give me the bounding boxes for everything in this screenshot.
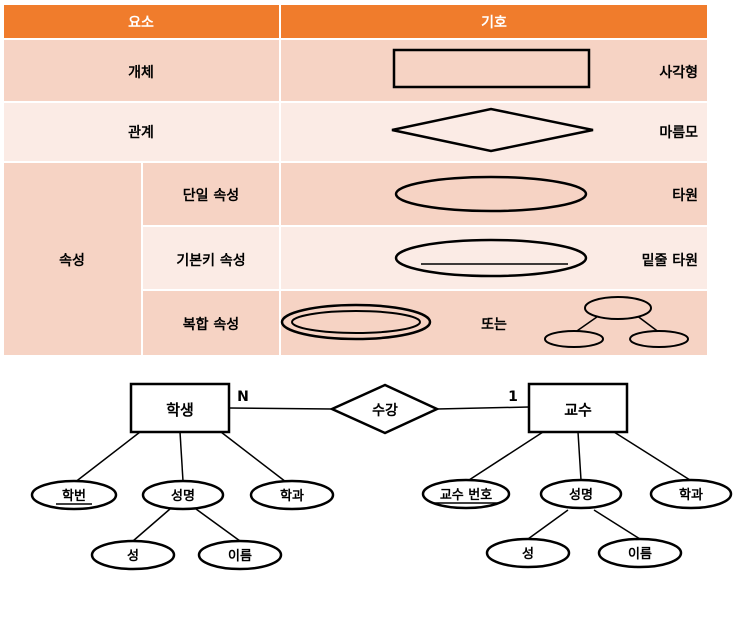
row-entity-label-cell: [4, 40, 279, 101]
entity-professor-name: 교수: [564, 401, 592, 419]
relationship-diamond: [328, 383, 440, 435]
diamond-symbol: [391, 107, 594, 153]
professor-line-name: [577, 431, 582, 481]
row-key-attr-label-cell: [143, 227, 279, 289]
professor-attr-key: 교수 번호: [440, 488, 492, 503]
student-line-key: [73, 431, 141, 484]
row-key-attr-label: 기본키 속성: [176, 253, 245, 269]
student-attr-name: 성명: [171, 488, 195, 504]
header-cell-symbol: [281, 5, 707, 38]
row-composite-attr-label-cell: [143, 291, 279, 355]
professor-attr-first: 이름: [628, 546, 652, 562]
student-attr-first-ellipse: [197, 539, 283, 571]
row-key-attr-shape-name: 밑줄 타원: [642, 252, 698, 269]
entity-rel-line-left: [228, 407, 333, 410]
row-relationship-label: 관계: [128, 124, 154, 141]
professor-line-dept: [613, 431, 691, 481]
professor-attr-last: 성: [522, 547, 534, 562]
professor-line-key: [465, 431, 544, 483]
underlined-ellipse-symbol: [394, 238, 588, 278]
professor-attr-name: 성명: [569, 487, 593, 503]
professor-line-last: [527, 509, 569, 540]
student-attr-last: 성: [127, 549, 139, 564]
legend-table: 요소 기호 개체 사각형 관계 마름모 속성 단일 속성 타원 기본키 속성 밑…: [4, 5, 707, 355]
student-line-name: [179, 431, 184, 482]
composite-tree-child-right-ellipse: [629, 330, 689, 348]
student-attr-key-ellipse: [30, 479, 118, 511]
row-single-attr-shape-name: 타원: [672, 188, 698, 204]
double-ellipse-inner-symbol: [291, 310, 421, 334]
row-single-attr-symbol-cell: [281, 163, 707, 225]
row-relationship-symbol-cell: [281, 103, 707, 161]
professor-attr-dept: 학과: [679, 487, 703, 503]
entity-student-box: [129, 382, 231, 434]
row-single-attr-label-cell: [143, 163, 279, 225]
student-attr-key: 학번: [62, 488, 86, 504]
professor-line-first: [593, 509, 641, 540]
professor-attr-last-ellipse: [485, 537, 571, 569]
cardinality-left: N: [237, 389, 249, 405]
entity-student-name: 학생: [166, 401, 194, 419]
student-attr-first: 이름: [228, 548, 252, 564]
relationship-name: 수강: [372, 402, 398, 419]
er-diagram: 학생 수강 N 1 교수 학번 성명 학과 성 이름 교수 번호 성명 학과 성…: [30, 382, 733, 571]
header-cell-element: [4, 5, 279, 38]
row-entity-shape-name: 사각형: [659, 64, 698, 81]
row-attribute-label: 속성: [59, 253, 85, 269]
composite-tree-child-left-ellipse: [544, 330, 604, 348]
rectangle-symbol: [392, 48, 591, 89]
student-attr-dept: 학과: [280, 488, 304, 504]
professor-attr-name-ellipse: [539, 478, 623, 510]
professor-attr-dept-ellipse: [649, 478, 733, 510]
professor-attr-first-ellipse: [597, 537, 683, 569]
composite-tree-parent-ellipse: [584, 296, 652, 320]
row-composite-attr-label: 복합 속성: [183, 316, 239, 333]
ellipse-symbol: [394, 175, 588, 213]
row-relationship-label-cell: [4, 103, 279, 161]
student-line-dept: [220, 431, 287, 483]
entity-rel-line-right: [436, 406, 530, 410]
double-ellipse-outer-symbol: [280, 303, 432, 341]
header-label-element: 요소: [128, 15, 154, 31]
student-line-first: [195, 508, 241, 542]
row-entity-label: 개체: [128, 65, 154, 81]
entity-professor-box: [527, 382, 629, 434]
row-single-attr-label: 단일 속성: [183, 187, 239, 204]
row-composite-attr-or-text: 또는: [481, 317, 507, 333]
student-attr-last-ellipse: [90, 539, 176, 571]
student-attr-name-ellipse: [141, 479, 225, 511]
professor-attr-key-ellipse: [421, 478, 511, 510]
row-key-attr-symbol-cell: [281, 227, 707, 289]
cardinality-right: 1: [508, 389, 518, 405]
header-label-symbol: 기호: [481, 15, 507, 31]
student-attr-dept-ellipse: [249, 479, 335, 511]
row-relationship-shape-name: 마름모: [659, 125, 698, 141]
row-attribute-label-cell: [4, 163, 141, 355]
student-line-last: [132, 508, 171, 542]
